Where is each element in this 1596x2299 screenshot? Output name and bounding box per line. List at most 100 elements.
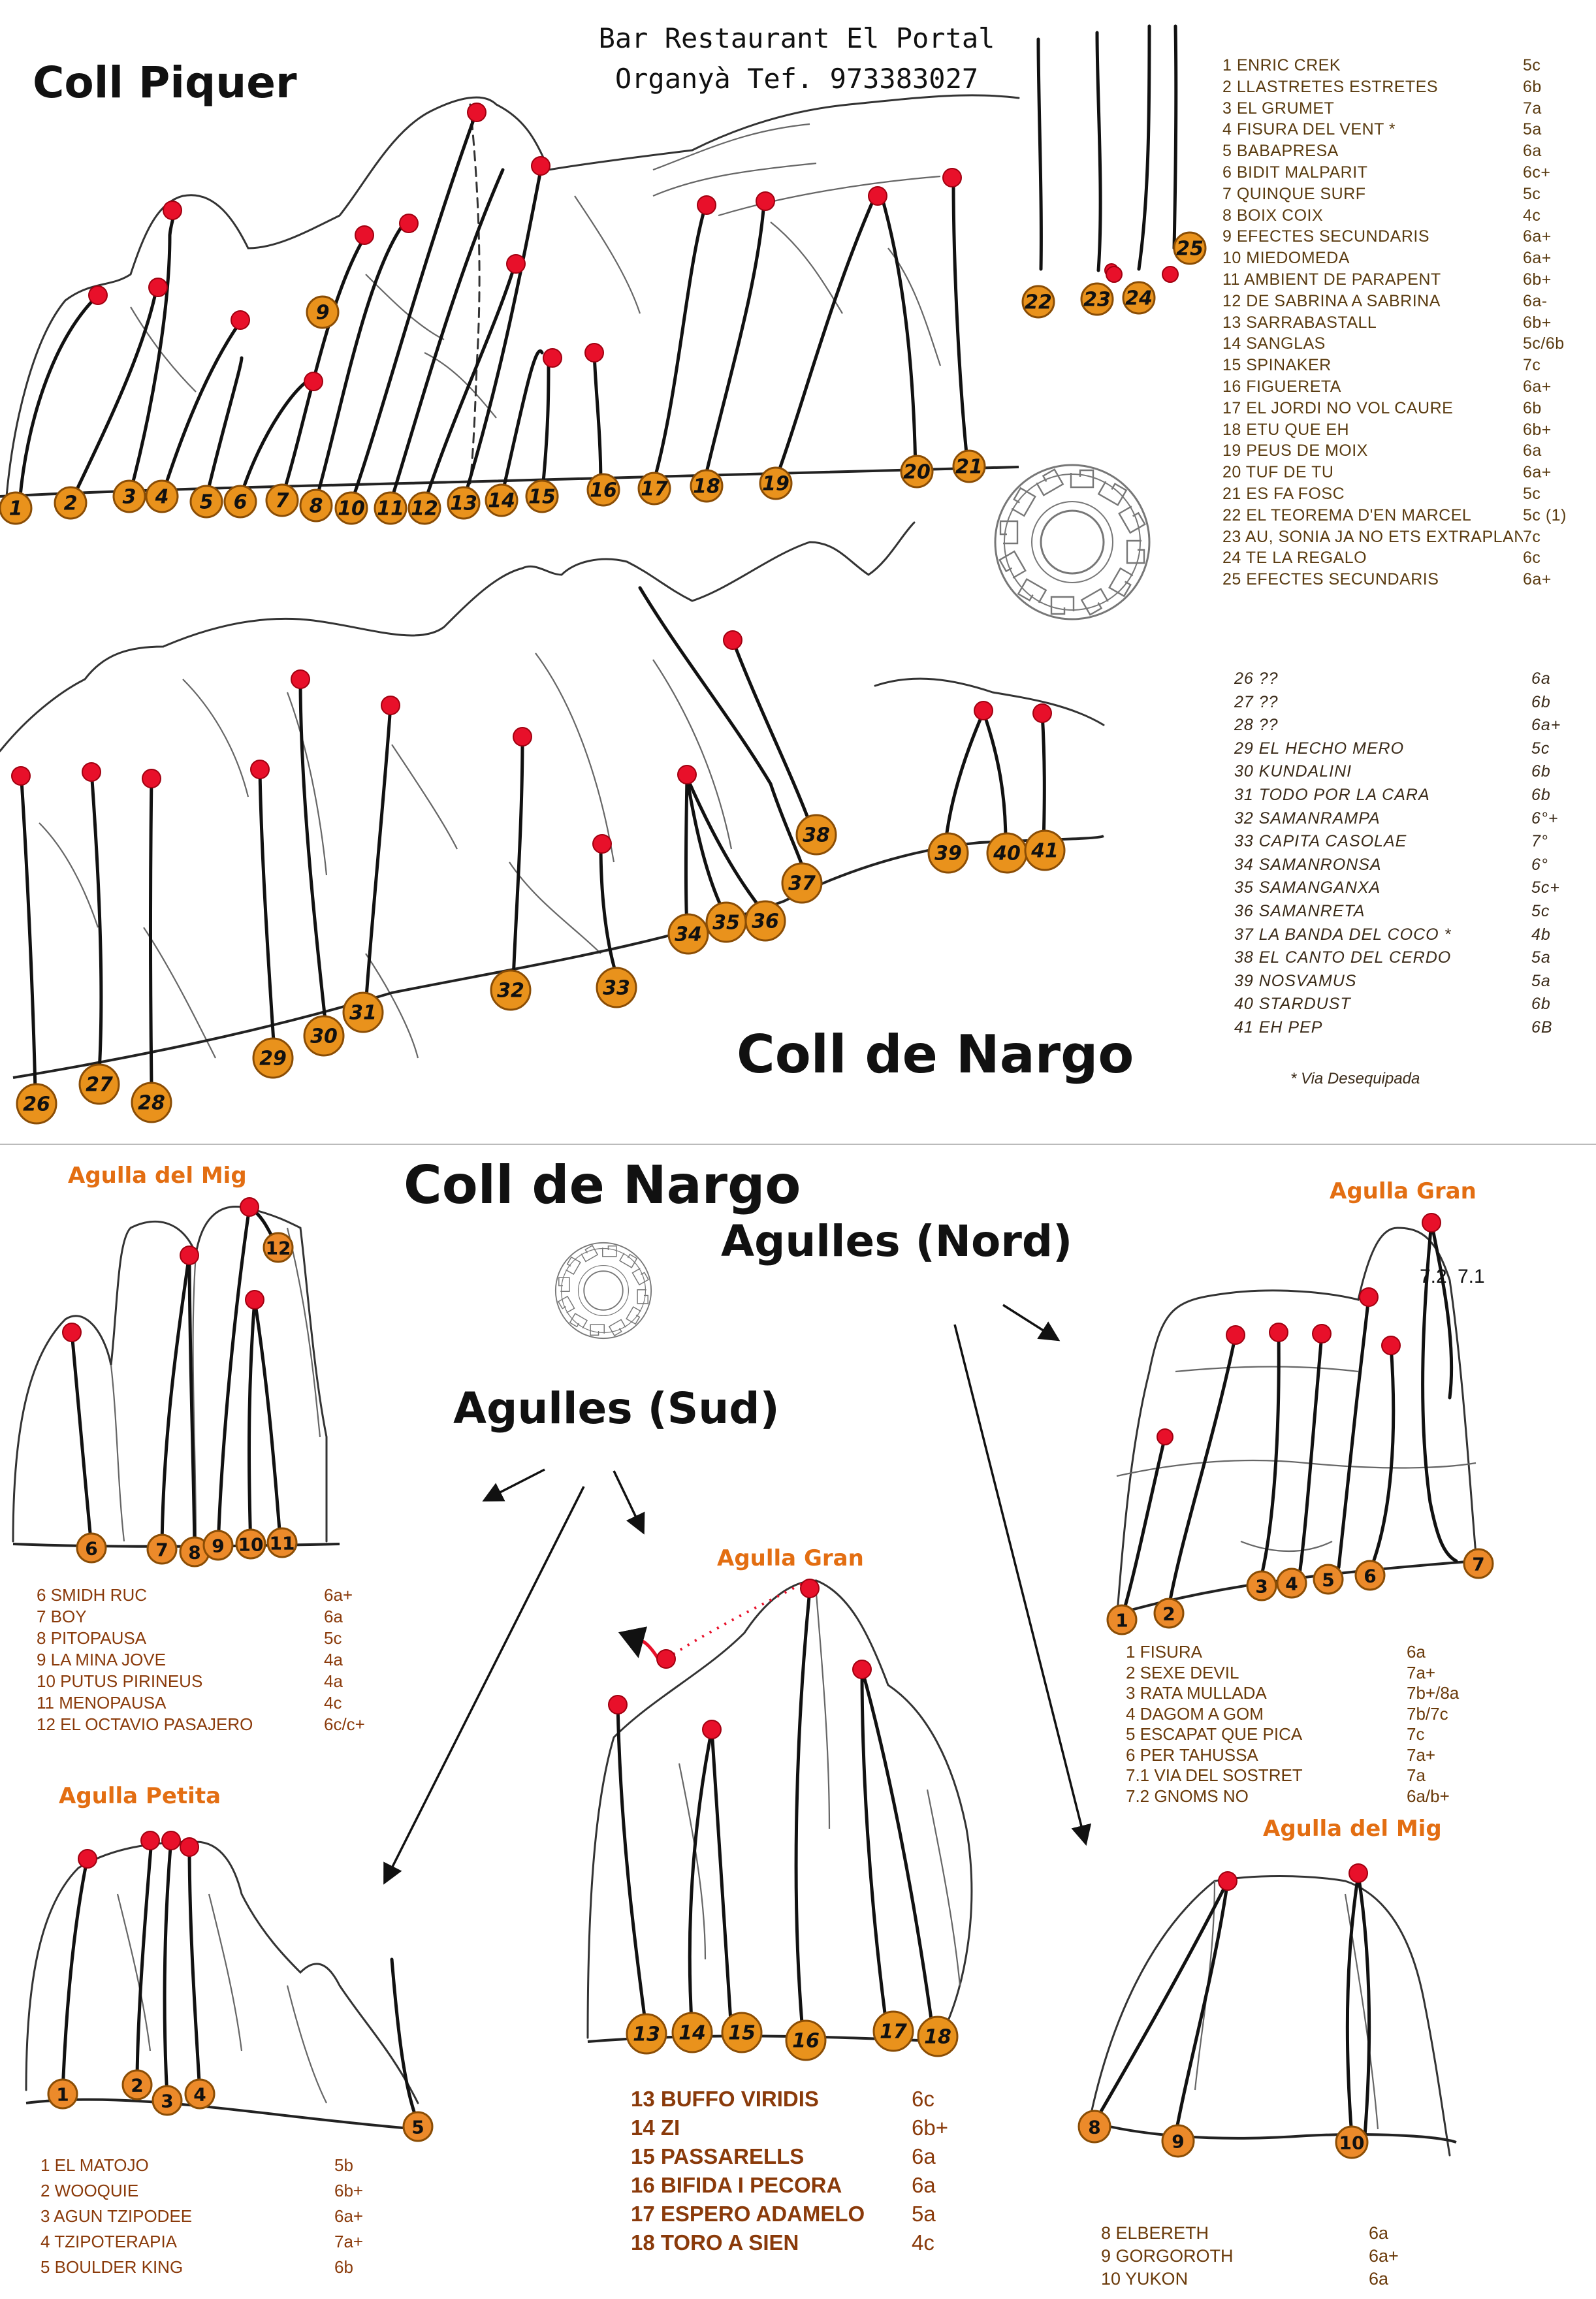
route-name: 7.2 GNOMS NO xyxy=(1126,1786,1249,1806)
badge-label: 5 xyxy=(1322,1569,1334,1591)
agulla-del-mig-nord-sketch xyxy=(1083,1863,1457,2157)
badge-circle xyxy=(785,2019,827,2061)
route-grade: 6°+ xyxy=(1531,809,1559,828)
route-name: 12 EL OCTAVIO PASAJERO xyxy=(37,1714,253,1734)
direction-arrows xyxy=(383,1304,1092,1885)
route-name: 7 QUINQUE SURF xyxy=(1222,184,1366,203)
route-number-badge-icon: 14 xyxy=(485,483,519,517)
route-list-item: 28 ??6a+ xyxy=(1234,714,1577,737)
route-grade: 5c xyxy=(324,1628,342,1648)
badge-circle xyxy=(184,2078,215,2110)
badge-label: 38 xyxy=(803,824,830,847)
route-number-badge-icon: 10 xyxy=(1335,2125,1369,2159)
badge-label: 5 xyxy=(200,491,214,514)
badge-label: 11 xyxy=(270,1533,295,1554)
badge-circle xyxy=(690,469,724,503)
badge-label: 10 xyxy=(338,498,365,521)
route-number-badge-icon: 1 xyxy=(1106,1604,1138,1635)
badge-circle xyxy=(1153,1598,1185,1629)
route-number-badge-icon: 38 xyxy=(795,814,837,856)
route-number-badge-icon: 2 xyxy=(121,2069,153,2100)
badge-label: 6 xyxy=(234,491,247,514)
badge-label: 2 xyxy=(1162,1603,1175,1625)
route-grade: 6a xyxy=(912,2173,936,2197)
route-number-badge-icon: 35 xyxy=(705,901,747,943)
badge-circle xyxy=(121,2069,153,2100)
badge-circle xyxy=(1024,829,1066,871)
route-grade: 6° xyxy=(1531,855,1548,874)
badge-label: 1 xyxy=(56,2084,69,2106)
badge-label: 7 xyxy=(155,1539,168,1561)
route-grade: 6b xyxy=(1523,77,1542,96)
badge-label: 41 xyxy=(1030,840,1059,863)
title-coll-de-nargo: Coll de Nargo xyxy=(737,1024,1134,1085)
badge-circle xyxy=(202,1530,234,1561)
route-grade: 5c/6b xyxy=(1523,334,1565,353)
route-grade: 6B xyxy=(1531,1018,1553,1037)
arrow-icon xyxy=(613,1470,645,1535)
badge-circle xyxy=(374,491,407,525)
badge-label: 22 xyxy=(1025,291,1052,314)
badge-label: 31 xyxy=(349,1002,377,1025)
badge-label: 24 xyxy=(1125,287,1153,310)
badge-circle xyxy=(223,485,257,519)
badge-circle xyxy=(1077,2110,1111,2144)
badge-circle xyxy=(235,1528,266,1560)
badge-label: 40 xyxy=(993,843,1021,865)
route-number-badge-icon: 15 xyxy=(721,2012,763,2053)
badge-label: 9 xyxy=(1172,2131,1184,2153)
route-number-badge-icon: 7 xyxy=(1463,1548,1494,1579)
badge-circle xyxy=(252,1037,294,1079)
badge-circle xyxy=(266,1527,298,1558)
route-name: 11 AMBIENT DE PARAPENT xyxy=(1222,270,1441,289)
badge-label: 35 xyxy=(712,912,740,935)
badge-circle xyxy=(900,455,934,489)
badge-circle xyxy=(759,466,793,500)
route-name: 18 TORO A SIEN xyxy=(631,2230,799,2255)
route-number-badge-icon: 1 xyxy=(47,2078,78,2110)
route-name: 8 ELBERETH xyxy=(1101,2223,1209,2243)
route-name: 10 PUTUS PIRINEUS xyxy=(37,1671,203,1691)
route-name: 14 ZI xyxy=(631,2115,680,2140)
route-name: 25 EFECTES SECUNDARIS xyxy=(1222,570,1439,589)
badge-circle xyxy=(485,483,519,517)
route-number-badge-icon: 25 xyxy=(1173,231,1207,265)
route-number-badge-icon: 29 xyxy=(252,1037,294,1079)
route-number-badge-icon: 4 xyxy=(184,2078,215,2110)
route-number-badge-icon: 4 xyxy=(145,479,179,513)
route-name: 3 RATA MULLADA xyxy=(1126,1683,1267,1703)
route-number-badge-icon: 24 xyxy=(1122,281,1156,315)
route-number-badge-icon: 9 xyxy=(202,1530,234,1561)
route-name: 22 EL TEOREMA D'EN MARCEL xyxy=(1222,506,1472,524)
route-grade: 5c (1) xyxy=(1523,506,1567,524)
route-grade: 6b xyxy=(1531,995,1551,1014)
route-list-item: 37 LA BANDA DEL COCO *4b xyxy=(1234,924,1577,947)
route-name: 4 FISURA DEL VENT * xyxy=(1222,120,1396,139)
route-number-badge-icon: 10 xyxy=(334,491,368,525)
route-number-badge-icon: 2 xyxy=(1153,1598,1185,1629)
badge-circle xyxy=(781,862,823,904)
route-name: 7.1 VIA DEL SOSTRET xyxy=(1126,1765,1303,1785)
route-name: 1 FISURA xyxy=(1126,1642,1203,1662)
route-list-item: 4 FISURA DEL VENT *5a xyxy=(1222,119,1588,140)
badge-circle xyxy=(146,1534,178,1565)
